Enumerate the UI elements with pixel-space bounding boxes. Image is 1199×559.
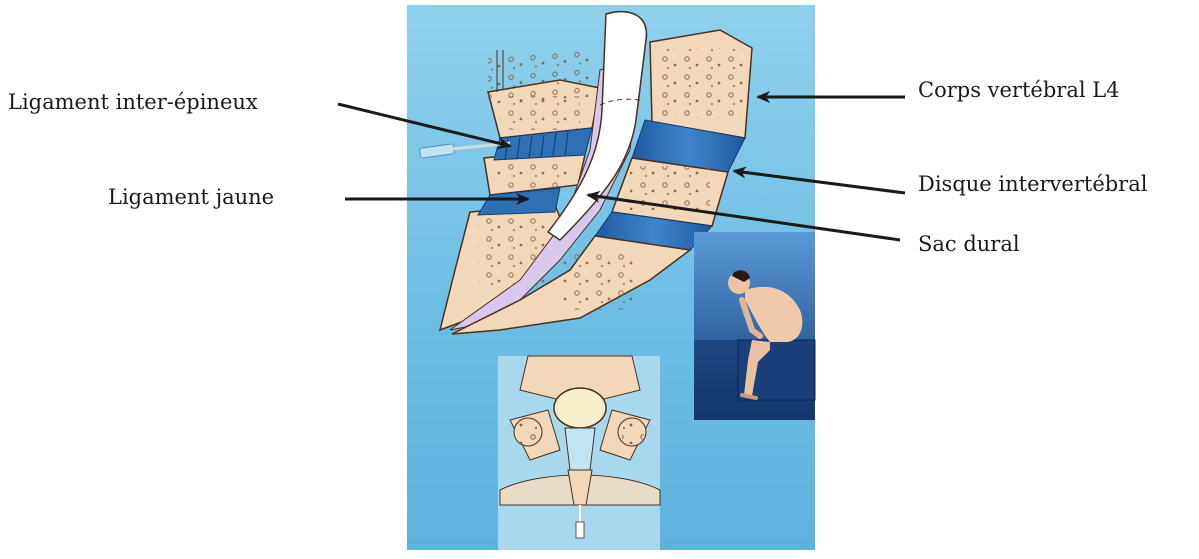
label-sac-dural: Sac dural: [918, 234, 1020, 255]
patient-position-inset: [694, 232, 815, 420]
label-disque-intervertebral: Disque intervertébral: [918, 174, 1147, 195]
axial-section-inset: [498, 356, 660, 550]
label-corps-vertebral: Corps vertébral L4: [918, 80, 1120, 101]
label-ligament-inter-epineux: Ligament inter-épineux: [8, 92, 258, 113]
label-ligament-jaune: Ligament jaune: [108, 187, 274, 208]
